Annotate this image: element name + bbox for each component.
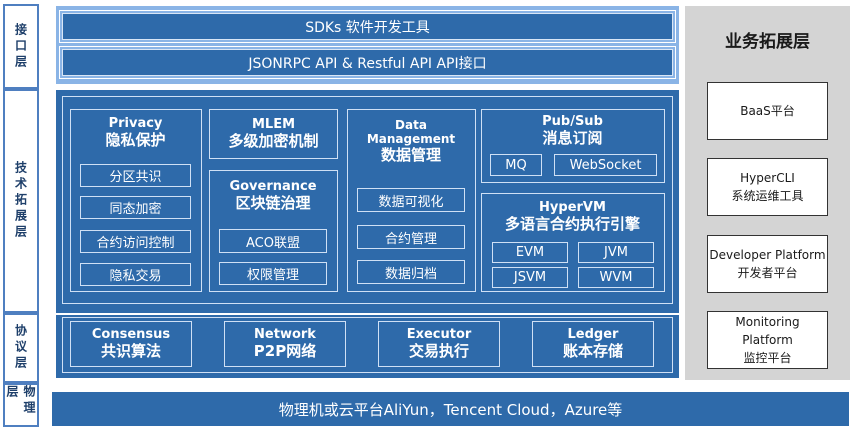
pubsub-item-mq: MQ — [490, 154, 542, 176]
data-management-title-cn: 数据管理 — [380, 146, 441, 164]
protocol-ledger-cn: 账本存储 — [562, 342, 623, 360]
hypervm-item-evm: EVM — [492, 242, 568, 263]
layer-label-physical: 物理层 — [3, 383, 39, 427]
business-item-developer-platform-line2: 开发者平台 — [737, 266, 798, 280]
data-management-title-en-2: Management — [366, 132, 456, 146]
protocol-network-en: Network — [254, 327, 316, 342]
protocol-frame — [62, 317, 673, 373]
mlem-module: MLEM 多级加密机制 — [209, 109, 338, 159]
physical-layer: 物理机或云平台AliYun，Tencent Cloud，Azure等 — [52, 392, 849, 426]
data-management-item-2: 合约管理 — [357, 225, 465, 249]
business-item-hypercli-line2: 系统运维工具 — [731, 189, 804, 203]
layer-label-protocol: 协议层 — [3, 313, 39, 383]
privacy-module: Privacy 隐私保护 分区共识 同态加密 合约访问控制 隐私交易 — [70, 109, 202, 292]
protocol-executor-cn: 交易执行 — [408, 342, 469, 360]
business-item-baas-line1: BaaS平台 — [740, 104, 795, 118]
business-title: 业务拓展层 — [725, 31, 810, 52]
hypervm-title-cn: 多语言合约执行引擎 — [504, 215, 640, 233]
sdk-frame — [59, 10, 676, 43]
governance-title-en: Governance — [229, 179, 317, 194]
protocol-consensus: Consensus 共识算法 — [70, 321, 192, 367]
hypervm-module: HyperVM 多语言合约执行引擎 EVM JVM JSVM WVM — [481, 193, 665, 292]
technology-layer: Privacy 隐私保护 分区共识 同态加密 合约访问控制 隐私交易 MLEM … — [56, 90, 679, 313]
data-management-item-1: 数据可视化 — [357, 188, 465, 212]
pubsub-item-websocket: WebSocket — [554, 154, 657, 176]
layer-label-technology: 技术拓展层 — [3, 89, 39, 313]
data-management-item-3: 数据归档 — [357, 260, 465, 284]
hypervm-title-en: HyperVM — [539, 200, 606, 215]
pubsub-module: Pub/Sub 消息订阅 MQ WebSocket — [481, 109, 665, 183]
pubsub-title-cn: 消息订阅 — [542, 129, 603, 147]
protocol-ledger: Ledger 账本存储 — [532, 321, 654, 367]
business-item-monitoring-platform-line3: 监控平台 — [743, 351, 792, 365]
privacy-item-2: 同态加密 — [80, 196, 191, 219]
privacy-title-cn: 隐私保护 — [105, 131, 166, 149]
mlem-title-cn: 多级加密机制 — [228, 132, 319, 150]
governance-item-1: ACO联盟 — [219, 229, 327, 253]
business-item-monitoring-platform-line2: Platform — [742, 333, 793, 347]
governance-module: Governance 区块链治理 ACO联盟 权限管理 — [209, 170, 338, 292]
data-management-module: Data Management 数据管理 数据可视化 合约管理 数据归档 — [347, 109, 476, 292]
interface-layer: SDKs 软件开发工具 JSONRPC API & Restful API AP… — [56, 6, 679, 84]
hypervm-item-wvm: WVM — [578, 267, 654, 288]
privacy-item-4: 隐私交易 — [80, 263, 191, 286]
data-management-title-en-1: Data — [395, 118, 427, 132]
privacy-title-en: Privacy — [108, 116, 163, 131]
protocol-executor: Executor 交易执行 — [378, 321, 500, 367]
sdk-bar: SDKs 软件开发工具 — [62, 13, 673, 40]
layer-label-interface: 接口层 — [3, 4, 39, 89]
business-item-hypercli-line1: HyperCLI — [740, 171, 795, 185]
governance-item-2: 权限管理 — [219, 262, 327, 285]
technology-frame — [62, 96, 673, 304]
business-item-hypercli: HyperCLI 系统运维工具 — [707, 158, 828, 216]
protocol-network: Network P2P网络 — [224, 321, 346, 367]
hypervm-item-jvm: JVM — [578, 242, 654, 263]
business-item-monitoring-platform-line1: Monitoring — [735, 315, 800, 329]
api-frame — [59, 46, 676, 79]
business-item-developer-platform: Developer Platform 开发者平台 — [707, 235, 828, 293]
privacy-item-1: 分区共识 — [80, 164, 191, 187]
protocol-executor-en: Executor — [406, 327, 472, 342]
mlem-title-en: MLEM — [251, 117, 296, 132]
protocol-consensus-en: Consensus — [91, 327, 171, 342]
business-item-monitoring-platform: Monitoring Platform 监控平台 — [707, 311, 828, 369]
business-item-baas: BaaS平台 — [707, 82, 828, 140]
pubsub-title-en: Pub/Sub — [542, 114, 603, 129]
governance-title-cn: 区块链治理 — [235, 194, 311, 212]
protocol-layer: Consensus 共识算法 Network P2P网络 Executor 交易… — [56, 315, 679, 378]
protocol-consensus-cn: 共识算法 — [100, 342, 161, 360]
privacy-item-3: 合约访问控制 — [80, 230, 191, 253]
business-layer: 业务拓展层 BaaS平台 HyperCLI 系统运维工具 Developer P… — [685, 6, 850, 380]
protocol-ledger-en: Ledger — [567, 327, 619, 342]
protocol-network-cn: P2P网络 — [253, 342, 317, 360]
hypervm-item-jsvm: JSVM — [492, 267, 568, 288]
business-item-developer-platform-line1: Developer Platform — [709, 248, 826, 262]
api-bar: JSONRPC API & Restful API API接口 — [62, 49, 673, 76]
